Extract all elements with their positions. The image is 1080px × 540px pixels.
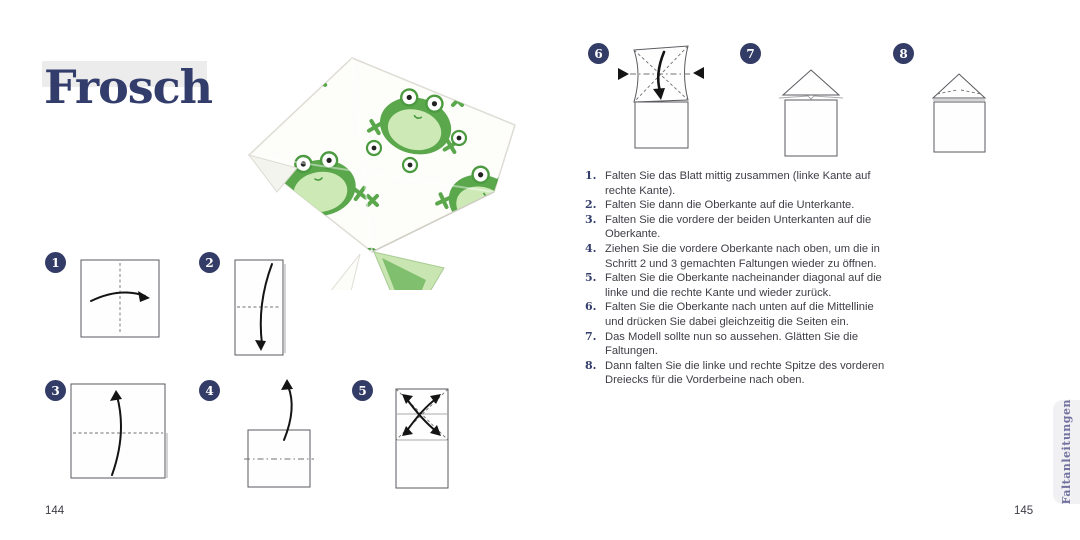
step-badge-2: 2	[199, 252, 220, 273]
instruction-item: 4. Ziehen Sie die vordere Oberkante nach…	[585, 242, 885, 271]
instruction-number: 6.	[585, 300, 597, 314]
instruction-number: 5.	[585, 271, 597, 285]
instruction-text: Falten Sie das Blatt mittig zusammen (li…	[605, 170, 871, 197]
fold-diagram-step-1	[80, 259, 160, 338]
instruction-text: Dann falten Sie die linke und rechte Spi…	[605, 359, 885, 387]
instruction-number: 2.	[585, 198, 597, 212]
instruction-item: 5. Falten Sie die Oberkante nacheinander…	[585, 271, 885, 300]
fold-diagram-step-3	[70, 383, 168, 479]
page-number-left: 144	[45, 505, 65, 517]
instruction-item: 8. Dann falten Sie die linke und rechte …	[585, 359, 885, 388]
chapter-side-tab: Faltanleitungen	[1053, 399, 1080, 505]
instruction-item: 6. Falten Sie die Oberkante nach unten a…	[585, 300, 885, 329]
title-highlight-band	[42, 61, 207, 87]
instruction-text: Falten Sie die Oberkante nacheinander di…	[605, 272, 882, 299]
fold-diagram-step-7	[778, 69, 844, 157]
instruction-text: Das Modell sollte nun so aussehen. Glätt…	[605, 330, 859, 358]
step-badge-4: 4	[199, 380, 220, 401]
instruction-text: Falten Sie dann die Oberkante auf die Un…	[605, 199, 855, 212]
fold-diagram-step-5	[395, 388, 449, 489]
instruction-item: 1. Falten Sie das Blatt mittig zusammen …	[585, 169, 885, 198]
instruction-item: 7. Das Modell sollte nun so aussehen. Gl…	[585, 330, 885, 359]
instruction-item: 3. Falten Sie die vordere der beiden Unt…	[585, 213, 885, 242]
fold-diagram-step-8	[931, 73, 987, 153]
instruction-number: 7.	[585, 329, 597, 343]
frog-photo	[247, 57, 516, 290]
step-badge-8: 8	[893, 43, 914, 64]
fold-diagram-step-6	[618, 45, 704, 149]
instruction-number: 1.	[585, 169, 597, 182]
page-number-right: 145	[1014, 505, 1034, 517]
instruction-text: Ziehen Sie die vordere Oberkante nach ob…	[605, 242, 880, 270]
instruction-number: 4.	[585, 241, 597, 255]
step-badge-7: 7	[740, 43, 761, 64]
instruction-text: Falten Sie die Oberkante nach unten auf …	[605, 301, 874, 328]
page-title: Frosch	[44, 59, 213, 114]
side-tab-label: Faltanleitungen	[1060, 399, 1073, 505]
fold-diagram-step-2	[234, 259, 286, 356]
fold-diagram-step-4	[244, 379, 314, 488]
step-badge-3: 3	[45, 380, 66, 401]
instruction-text: Falten Sie die vordere der beiden Unterk…	[605, 213, 872, 241]
step-badge-1: 1	[45, 252, 66, 273]
step-badge-6: 6	[588, 43, 609, 64]
instruction-item: 2. Falten Sie dann die Oberkante auf die…	[585, 198, 885, 213]
instruction-number: 8.	[585, 358, 597, 372]
instruction-number: 3.	[585, 212, 597, 226]
step-badge-5: 5	[352, 380, 373, 401]
instruction-list: 1. Falten Sie das Blatt mittig zusammen …	[585, 169, 885, 388]
